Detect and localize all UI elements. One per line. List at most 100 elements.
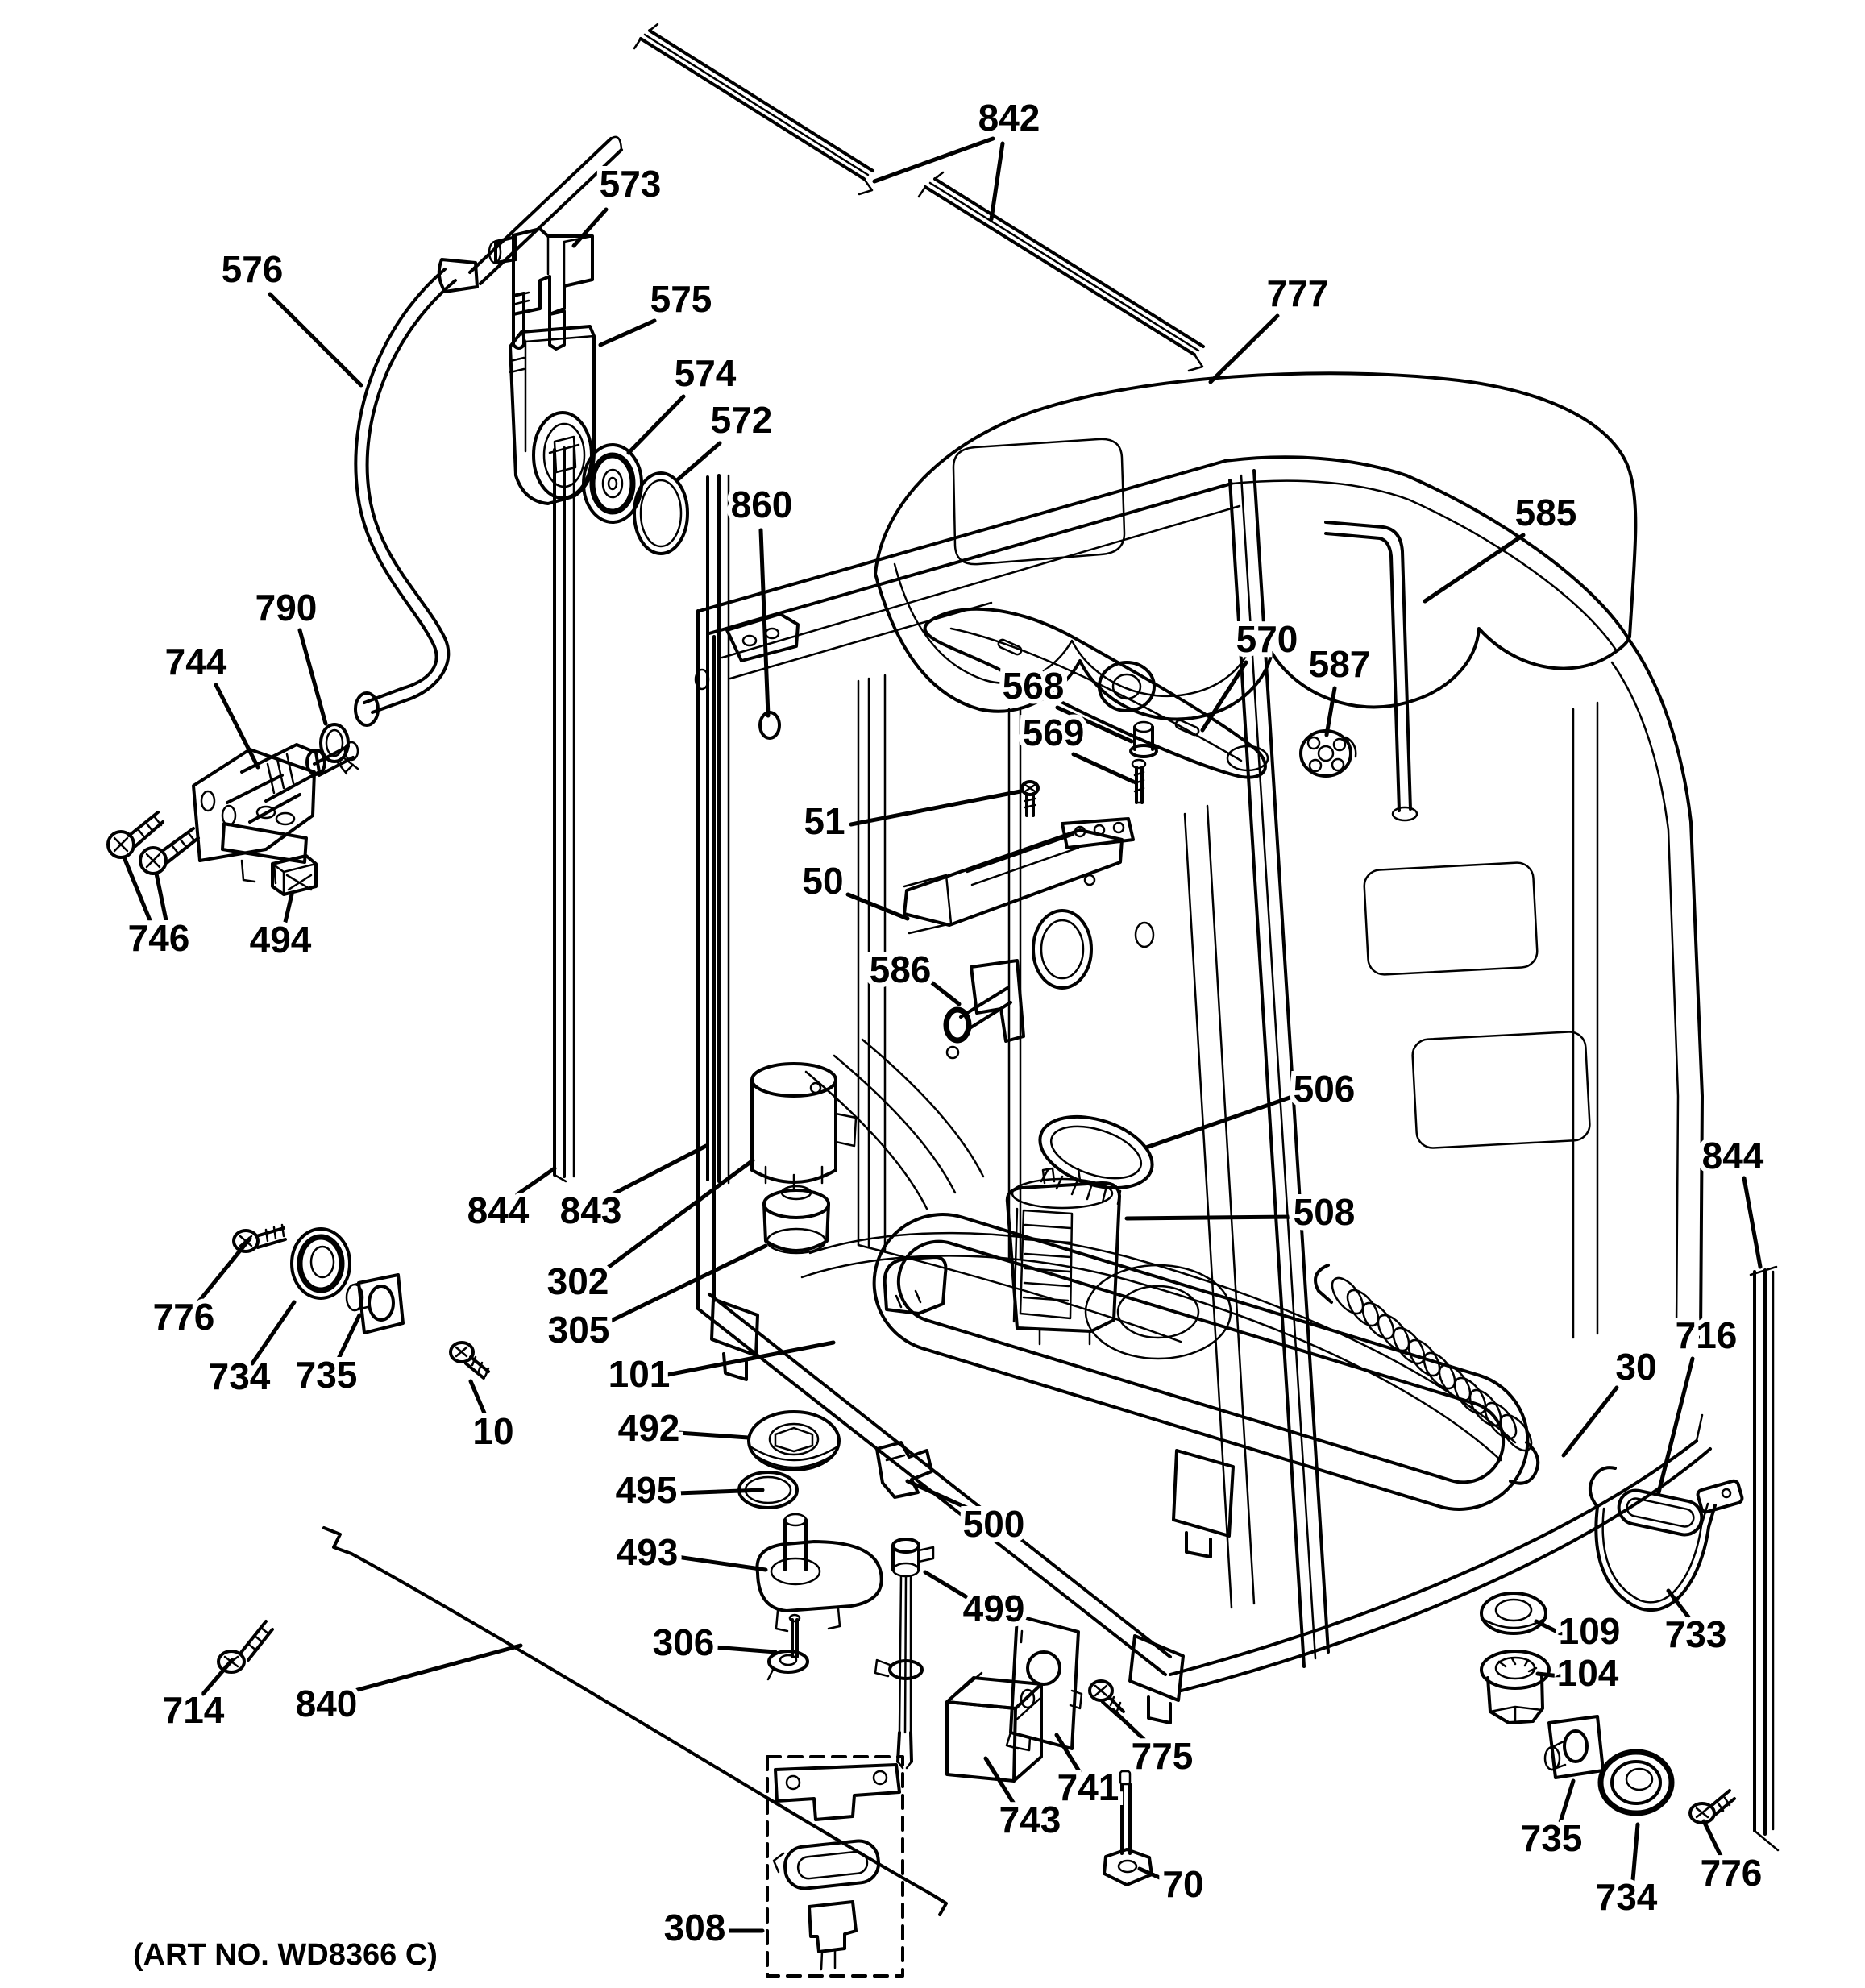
callout-508-23: 508: [1294, 1191, 1356, 1233]
callout-840-43: 840: [296, 1683, 358, 1724]
callout-585-8: 585: [1515, 492, 1577, 533]
callout-844-24: 844: [1702, 1135, 1764, 1177]
cover-plate-741: [1005, 1614, 1083, 1750]
leader-746-17: [122, 855, 152, 923]
callout-842-0: 842: [978, 97, 1040, 139]
leader-775-45: [1111, 1708, 1148, 1743]
callout-305-26: 305: [548, 1309, 610, 1351]
leader-746-17: [154, 871, 168, 923]
leader-576-2: [268, 292, 363, 388]
leader-50-16: [845, 892, 910, 921]
fill-hose-576: [354, 135, 623, 727]
leader-499-38: [923, 1570, 974, 1603]
leader-51-15: [849, 789, 1023, 827]
callout-573-1: 573: [600, 163, 662, 205]
pin-306: [766, 1613, 809, 1681]
leader-776-27: [196, 1236, 252, 1305]
leader-733-41: [1666, 1588, 1692, 1621]
leader-844-24: [1742, 1176, 1763, 1269]
leader-585-8: [1423, 533, 1526, 604]
screw-10: [449, 1341, 490, 1380]
arm-screw-569: [1131, 758, 1147, 804]
leader-843-22: [610, 1143, 708, 1197]
seal-734-left: [290, 1227, 351, 1300]
trim-rails-842: [633, 23, 1205, 372]
callout-569-14: 569: [1023, 712, 1085, 753]
callout-744-10: 744: [165, 641, 227, 683]
leader-842-0: [872, 136, 995, 184]
motor-302: [750, 1062, 858, 1191]
callout-499-38: 499: [963, 1587, 1025, 1629]
spacer-735-left: [345, 1273, 405, 1334]
pump-cover-305: [762, 1185, 830, 1255]
seal-734-right: [1597, 1749, 1675, 1816]
door-spring-30: [1314, 1264, 1540, 1485]
trim-strip-844-right: [1749, 1265, 1780, 1852]
fill-tube-585: [1324, 521, 1418, 822]
airgap-funnel-575: [509, 325, 596, 505]
leader-492-34: [676, 1430, 750, 1440]
spacer-735-right: [1543, 1715, 1605, 1779]
trim-strip-844-left: [548, 443, 580, 1183]
callout-506-20: 506: [1294, 1068, 1356, 1110]
callout-494-18: 494: [250, 919, 312, 961]
callout-743-47: 743: [999, 1799, 1061, 1841]
hose-fitting-586: [943, 959, 1025, 1060]
valve-screws-746: [106, 811, 200, 875]
filter-basket-508: [1005, 1167, 1121, 1346]
leader-305-26: [604, 1243, 768, 1326]
leader-70-51: [1137, 1866, 1164, 1881]
callout-104-40: 104: [1557, 1652, 1619, 1694]
leader-860-6: [758, 528, 771, 718]
callout-741-46: 741: [1057, 1766, 1119, 1808]
door-cable-733: [1588, 1466, 1744, 1612]
spray-arm-570: [923, 607, 1269, 779]
callout-50-16: 50: [802, 860, 843, 902]
leader-568-13: [1055, 705, 1134, 744]
callout-109-39: 109: [1559, 1610, 1621, 1652]
leader-741-46: [1054, 1733, 1082, 1774]
airgap-oring-572: [633, 471, 689, 555]
callout-776-27: 776: [153, 1296, 215, 1338]
callout-51-15: 51: [804, 800, 845, 842]
ground-wire-840: [322, 1526, 948, 1916]
leader-574-4: [626, 394, 686, 455]
leader-506-20: [1144, 1094, 1297, 1150]
leader-302-25: [602, 1158, 755, 1272]
vent-grille-506: [1038, 1114, 1154, 1206]
leader-508-23: [1124, 1214, 1297, 1221]
leader-734-28: [250, 1300, 297, 1366]
leader-790-9: [297, 628, 328, 726]
callout-570-11: 570: [1236, 618, 1298, 660]
tub-body: [694, 455, 1712, 1724]
callout-572-5: 572: [711, 399, 773, 441]
leader-714-42: [201, 1658, 235, 1696]
leader-500-36: [905, 1479, 974, 1513]
leader-495-35: [675, 1488, 765, 1496]
callout-306-44: 306: [653, 1621, 715, 1663]
callout-746-17: 746: [128, 917, 190, 959]
leader-844-21: [515, 1166, 557, 1197]
callout-495-35: 495: [616, 1469, 678, 1511]
callout-775-45: 775: [1132, 1735, 1194, 1777]
leader-842-0: [989, 141, 1005, 222]
arm-hub-587: [1299, 729, 1357, 778]
callout-735-29: 735: [296, 1354, 358, 1396]
leader-735-48: [1558, 1778, 1576, 1824]
callout-308-52: 308: [664, 1907, 726, 1949]
callout-733-41: 733: [1665, 1613, 1727, 1655]
callout-101-31: 101: [609, 1353, 671, 1395]
leader-840-43: [352, 1643, 523, 1693]
callout-734-28: 734: [209, 1355, 271, 1397]
callout-734-49: 734: [1596, 1876, 1658, 1918]
terminal-clip-494: [271, 854, 318, 896]
channel-strip-843: [706, 474, 730, 1185]
leader-586-19: [926, 977, 962, 1006]
impeller-housing-493: [755, 1513, 883, 1633]
callout-30-32: 30: [1615, 1346, 1656, 1388]
callout-776-50: 776: [1701, 1852, 1763, 1894]
leader-735-29: [334, 1313, 362, 1364]
callout-843-22: 843: [560, 1189, 622, 1231]
outer-wrap-777: [874, 371, 1638, 721]
